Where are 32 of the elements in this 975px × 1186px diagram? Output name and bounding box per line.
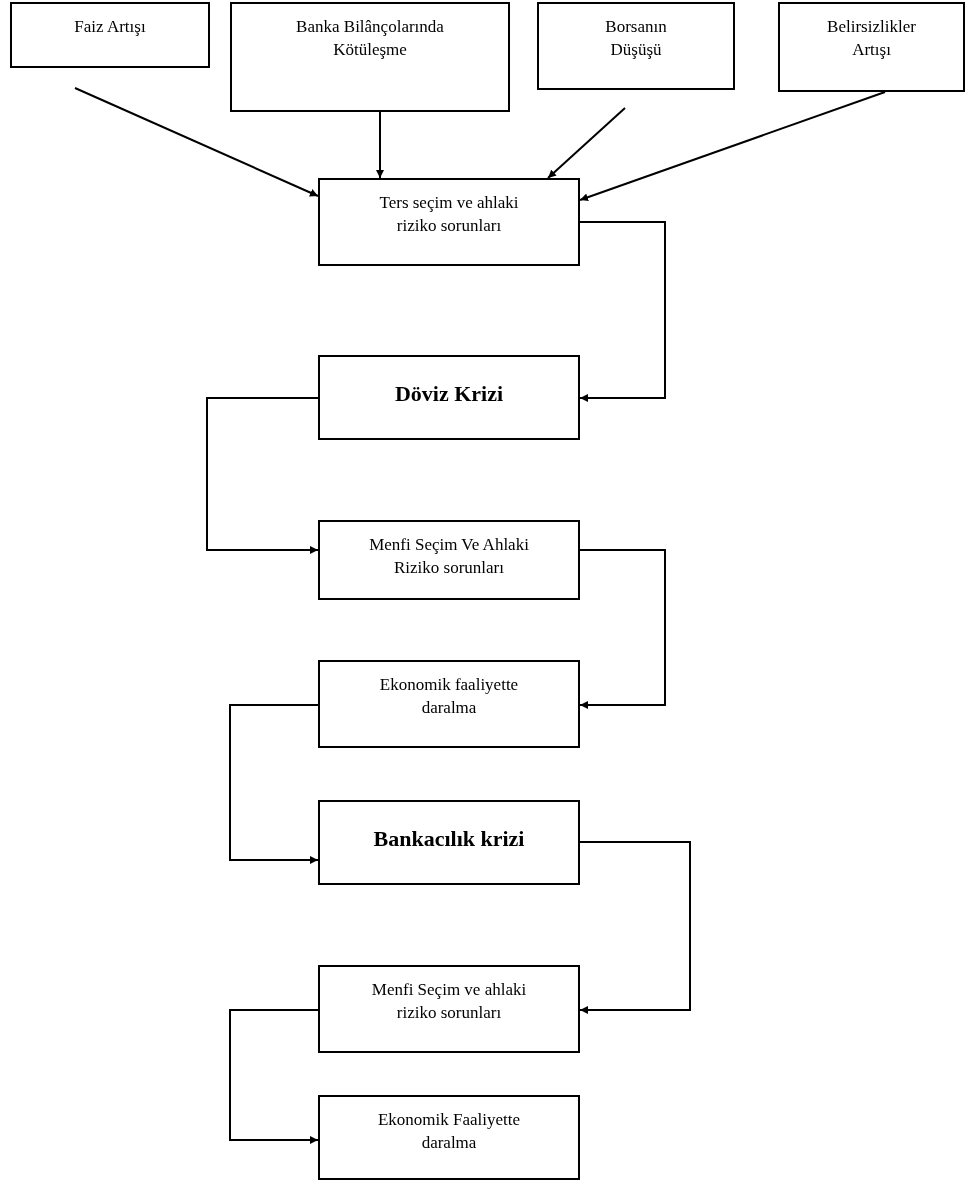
arrow (206, 397, 319, 554)
process-box (318, 660, 580, 748)
arrow (229, 704, 319, 864)
arrow (579, 549, 666, 709)
process-box (230, 2, 510, 112)
process-box (318, 965, 580, 1053)
arrow (547, 107, 626, 179)
process-box (318, 1095, 580, 1180)
arrow (74, 87, 319, 197)
process-box (318, 800, 580, 885)
process-box (10, 2, 210, 68)
box-label: Belirsizlikler Artışı (826, 16, 917, 61)
arrow (579, 841, 691, 1014)
box-label: Ters seçim ve ahlaki riziko sorunları (378, 192, 520, 237)
box-label: Banka Bilânçolarında Kötüleşme (295, 16, 445, 61)
box-label: Ekonomik Faaliyette daralma (376, 1109, 522, 1154)
process-box (318, 178, 580, 266)
box-label: Borsanın Düşüşü (604, 16, 668, 61)
box-label: Bankacılık krizi (373, 825, 525, 853)
arrow (579, 221, 666, 402)
box-label: Ekonomik faaliyette daralma (378, 674, 520, 719)
box-label: Menfi Seçim ve ahlaki riziko sorunları (370, 979, 528, 1024)
process-box (778, 2, 965, 92)
box-label: Menfi Seçim Ve Ahlaki Riziko sorunları (368, 534, 530, 579)
arrow (579, 91, 886, 202)
arrow (229, 1009, 319, 1144)
box-label: Döviz Krizi (394, 380, 504, 408)
process-box (537, 2, 735, 90)
process-box (318, 355, 580, 440)
process-box (318, 520, 580, 600)
arrow (376, 111, 384, 179)
box-label: Faiz Artışı (74, 16, 146, 38)
